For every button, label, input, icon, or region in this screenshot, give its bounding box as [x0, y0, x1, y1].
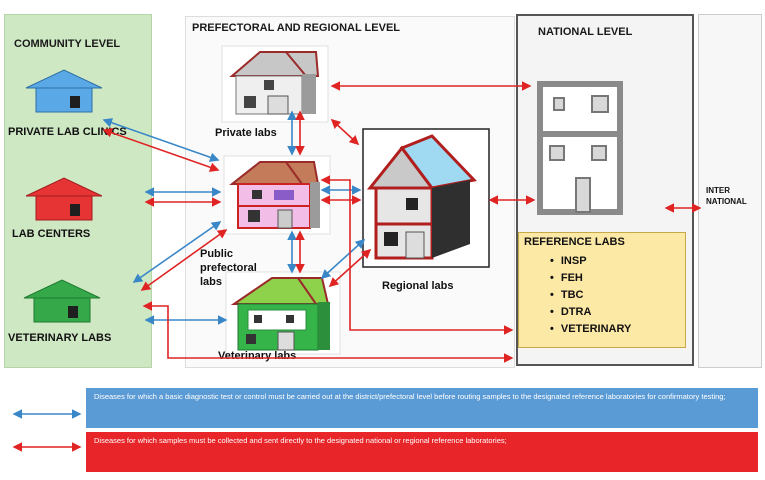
reference-lab-dtra: DTRA	[550, 304, 631, 321]
reference-lab-insp: INSP	[550, 253, 631, 270]
community-veterinary-labs-label: VETERINARY LABS	[8, 332, 112, 344]
arrow-red-vet-public	[140, 229, 228, 291]
legend-blue-box: Diseases for which a basic diagnostic te…	[86, 388, 758, 428]
arrow-red-vet-national	[142, 301, 514, 363]
national-level-heading: NATIONAL LEVEL	[538, 26, 633, 38]
community-veterinary-house-icon	[23, 279, 101, 323]
international-label-line1: INTER	[706, 186, 730, 195]
private-labs-label: Private labs	[215, 127, 277, 139]
private-labs-building-icon	[221, 45, 329, 123]
reference-lab-feh: FEH	[550, 270, 631, 287]
prefectoral-regional-heading: PREFECTORAL AND REGIONAL LEVEL	[192, 22, 401, 34]
international-panel	[698, 14, 762, 368]
private-lab-clinic-house-icon	[25, 69, 103, 113]
legend-red-box: Diseases for which samples must be colle…	[86, 432, 758, 472]
international-label-line2: NATIONAL	[706, 197, 747, 206]
arrow-red-clinics-public	[102, 128, 220, 172]
arrow-blue-vet-public	[132, 221, 222, 283]
arrow-red-private-regional	[330, 118, 360, 146]
reference-lab-veterinary: VETERINARY	[550, 321, 632, 338]
reference-labs-list: INSP FEH TBC DTRA VETERINARY	[550, 253, 632, 338]
community-level-heading: COMMUNITY LEVEL	[14, 38, 121, 50]
national-building-icon	[537, 81, 623, 215]
arrow-blue-clinics-public	[102, 118, 220, 162]
arrow-blue-vet-regional	[320, 238, 366, 280]
public-prefectoral-labs-building-icon	[223, 155, 331, 235]
arrow-red-public-national	[320, 175, 514, 335]
private-lab-clinics-label: PRIVATE LAB CLINICS	[8, 126, 127, 138]
reference-lab-tbc: TBC	[550, 287, 631, 304]
reference-labs-title: REFERENCE LABS	[524, 236, 625, 248]
lab-center-house-icon	[25, 177, 103, 221]
lab-centers-label: LAB CENTERS	[12, 228, 91, 240]
